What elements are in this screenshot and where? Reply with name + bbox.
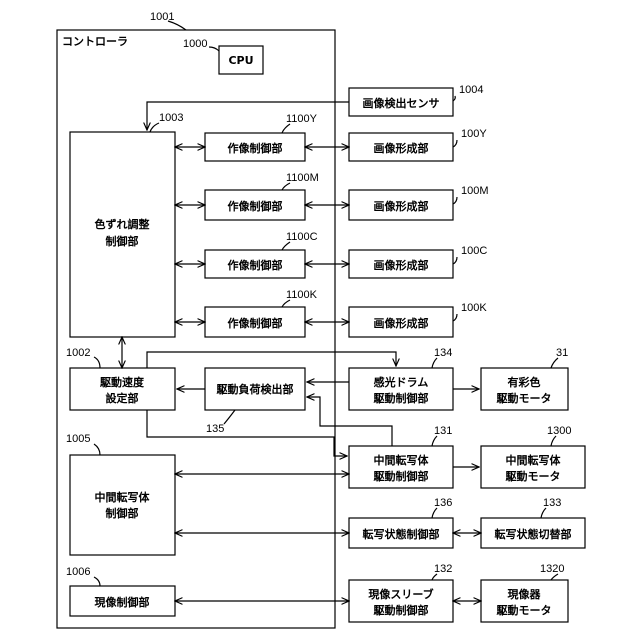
itb-motor-block: 中間転写体 駆動モータ 1300 [481, 425, 585, 488]
transfer-control-block: 転写状態制御部 136 [349, 497, 453, 548]
color-motor-ref: 31 [556, 347, 568, 359]
color-motor-block: 有彩色 駆動モータ 31 [481, 347, 568, 410]
drum-control-leader [432, 358, 437, 368]
controller-ref: 1001 [150, 11, 174, 23]
image-forming-y-label: 画像形成部 [374, 141, 429, 155]
transfer-control-label: 転写状態制御部 [363, 527, 440, 541]
developer-motor-line1: 現像器 [508, 587, 542, 601]
itb-drive-control-block: 中間転写体 駆動制御部 131 [349, 425, 453, 488]
speed-setting-line1: 駆動速度 [100, 375, 145, 389]
color-adjust-ref: 1003 [159, 112, 183, 124]
cpu-label: CPU [228, 54, 253, 67]
drum-control-block: 感光ドラム 駆動制御部 134 [349, 347, 453, 410]
load-detect-label: 駆動負荷検出部 [217, 382, 294, 396]
imaging-control-c-label: 作像制御部 [228, 258, 283, 272]
developer-motor-line2: 駆動モータ [497, 603, 552, 617]
transfer-switch-label: 転写状態切替部 [495, 527, 572, 541]
drum-control-ref: 134 [434, 347, 452, 359]
transfer-control-ref: 136 [434, 497, 452, 509]
image-forming-k-block: 画像形成部 100K [349, 302, 487, 337]
image-forming-m-leader [453, 197, 457, 204]
image-forming-y-block: 画像形成部 100Y [349, 128, 487, 161]
image-forming-k-leader [453, 314, 457, 321]
itb-drive-control-ref: 131 [434, 425, 452, 437]
image-sensor-label: 画像検出センサ [363, 96, 440, 110]
color-motor-leader [551, 358, 558, 368]
imaging-control-y-label: 作像制御部 [228, 141, 283, 155]
image-forming-y-leader [453, 140, 457, 147]
transfer-switch-ref: 133 [543, 497, 561, 509]
sleeve-control-block: 現像スリーブ 駆動制御部 132 [349, 563, 453, 622]
controller-label: コントローラ [62, 35, 128, 48]
sleeve-control-ref: 132 [434, 563, 452, 575]
image-forming-y-ref: 100Y [461, 128, 487, 140]
itb-motor-ref: 1300 [547, 425, 571, 437]
transfer-switch-leader [541, 508, 546, 518]
image-sensor-ref: 1004 [459, 84, 483, 96]
image-forming-c-leader [453, 257, 457, 264]
itb-control-line1: 中間転写体 [95, 490, 151, 504]
speed-setting-ref: 1002 [66, 347, 90, 359]
sleeve-control-line2: 駆動制御部 [374, 603, 429, 617]
image-forming-c-label: 画像形成部 [374, 258, 429, 272]
itb-motor-leader [551, 436, 556, 446]
itb-control-line2: 制御部 [106, 506, 139, 520]
itb-control-ref: 1005 [66, 433, 90, 445]
controller-leader [168, 21, 186, 30]
image-forming-k-ref: 100K [461, 302, 487, 314]
develop-control-ref: 1006 [66, 566, 90, 578]
color-adjust-block: 色ずれ調整 制御部 1003 [70, 112, 183, 337]
color-adjust-line2: 制御部 [106, 234, 139, 248]
color-motor-line2: 駆動モータ [497, 391, 552, 405]
itb-drive-control-line2: 駆動制御部 [374, 469, 429, 483]
imaging-control-m-ref: 1100M [286, 172, 319, 184]
imaging-control-k-label: 作像制御部 [228, 316, 283, 330]
image-forming-m-label: 画像形成部 [374, 199, 429, 213]
developer-motor-ref: 1320 [540, 563, 564, 575]
transfer-control-leader [432, 508, 437, 518]
drum-control-line1: 感光ドラム [374, 375, 429, 389]
image-forming-c-block: 画像形成部 100C [349, 245, 487, 278]
cpu-ref: 1000 [183, 38, 207, 50]
imaging-control-c-ref: 1100C [286, 231, 318, 243]
imaging-control-y-ref: 1100Y [286, 113, 318, 125]
image-forming-c-ref: 100C [461, 245, 487, 257]
itb-motor-line1: 中間転写体 [506, 453, 562, 467]
itb-motor-line2: 駆動モータ [506, 469, 561, 483]
transfer-switch-block: 転写状態切替部 133 [481, 497, 585, 548]
imaging-control-k-ref: 1100K [286, 289, 318, 301]
image-sensor-block: 画像検出センサ 1004 [349, 84, 483, 116]
image-forming-m-ref: 100M [461, 185, 489, 197]
color-adjust-line1: 色ずれ調整 [95, 217, 150, 231]
image-forming-m-block: 画像形成部 100M [349, 185, 489, 220]
itb-drive-control-line1: 中間転写体 [374, 453, 430, 467]
speed-setting-line2: 設定部 [106, 391, 139, 405]
develop-control-label: 現像制御部 [95, 595, 150, 609]
itb-drive-control-leader [432, 436, 437, 446]
sleeve-control-line1: 現像スリーブ [368, 587, 433, 601]
drum-control-line2: 駆動制御部 [374, 391, 429, 405]
developer-motor-block: 現像器 駆動モータ 1320 [481, 563, 568, 622]
color-motor-line1: 有彩色 [508, 375, 541, 389]
load-detect-ref: 135 [206, 423, 224, 435]
image-forming-k-label: 画像形成部 [374, 316, 429, 330]
imaging-control-m-label: 作像制御部 [228, 199, 283, 213]
